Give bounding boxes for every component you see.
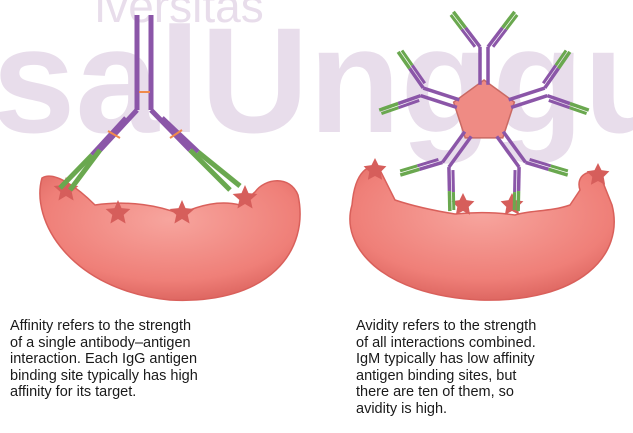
igm-arm bbox=[449, 167, 450, 191]
igg-cell-body bbox=[40, 176, 300, 300]
avidity-caption: Avidity refers to the strength of all in… bbox=[356, 318, 631, 418]
watermark: iversitas salUnggul bbox=[0, 0, 633, 164]
igg-target-cell bbox=[40, 176, 300, 300]
affinity-caption: Affinity refers to the strength of a sin… bbox=[10, 318, 300, 401]
igm-arm bbox=[519, 167, 520, 191]
igm-target-cell bbox=[350, 158, 614, 300]
watermark-line-2: salUnggul bbox=[0, 0, 633, 164]
igm-cell-body bbox=[350, 167, 614, 300]
